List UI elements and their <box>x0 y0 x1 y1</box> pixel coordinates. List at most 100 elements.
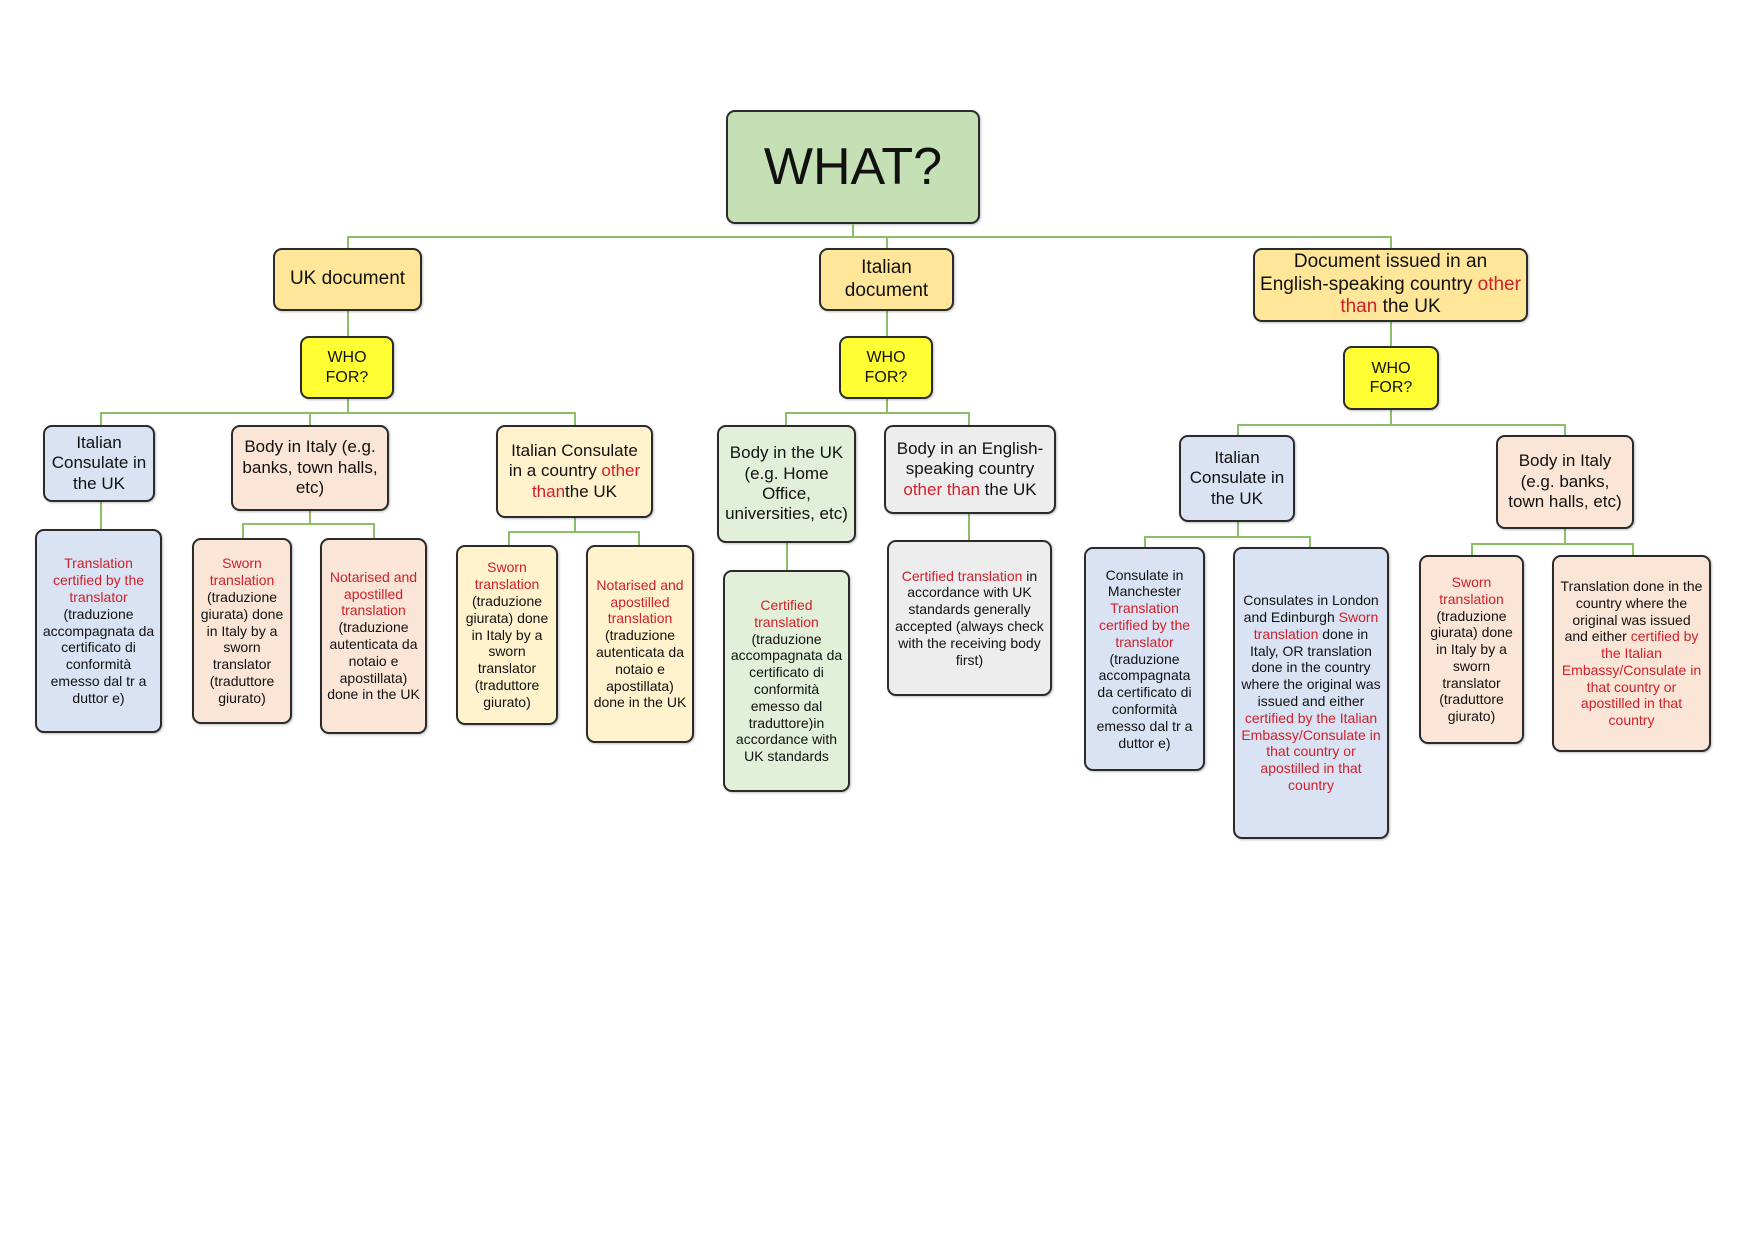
connector-line <box>347 399 349 412</box>
node-a-italy: Body in Italy (e.g. banks, town halls, e… <box>231 425 389 511</box>
node-text: Document issued in an English-speaking c… <box>1260 250 1488 295</box>
node-c-manc: Consulate in Manchester Translation cert… <box>1084 547 1205 771</box>
connector-line <box>1144 536 1146 547</box>
connector-line <box>786 543 788 570</box>
connector-line <box>508 531 639 533</box>
connector-line <box>886 399 888 412</box>
node-text: the UK <box>979 479 1037 499</box>
highlight-text: Sworn translation <box>209 555 275 589</box>
node-b-uk: Body in the UK (e.g. Home Office, univer… <box>717 425 856 543</box>
node-text: (traduzione giurata) done in Italy by a … <box>465 593 549 710</box>
node-text: Italian Consulate in a country <box>508 440 638 481</box>
connector-line <box>1237 424 1565 426</box>
node-a-notar: Notarised and apostilled translation (tr… <box>320 538 427 734</box>
connector-line <box>1471 543 1473 555</box>
connector-line <box>242 523 244 538</box>
node-text: Italian Consulate in the UK <box>51 432 147 493</box>
node-text: WHO FOR? <box>864 349 908 386</box>
connector-line <box>1632 543 1634 555</box>
node-text: done in Italy, OR translation done in th… <box>1241 625 1381 709</box>
root-node-what: WHAT? <box>726 110 980 224</box>
connector-line <box>638 531 640 545</box>
node-who2: WHO FOR? <box>839 336 933 399</box>
highlight-text: Notarised and apostilled translation <box>329 568 418 619</box>
highlight-text: Translation certified by the translator <box>1098 600 1191 650</box>
node-a-cons: Italian Consulate in the UK <box>43 425 155 502</box>
connector-line <box>309 412 311 425</box>
connector-line <box>347 236 1392 238</box>
connector-line <box>852 224 854 236</box>
connector-line <box>1564 529 1566 543</box>
connector-line <box>1390 236 1392 248</box>
node-c-sworn: Sworn translation (traduzione giurata) d… <box>1419 555 1524 744</box>
connector-line <box>1237 522 1239 536</box>
node-b-en: Body in an English-speaking country othe… <box>884 425 1056 514</box>
node-text: Italian document <box>844 256 929 301</box>
node-who1: WHO FOR? <box>300 336 394 399</box>
connector-line <box>100 412 102 425</box>
highlight-text: Sworn translation <box>1439 573 1504 607</box>
node-text: Consulates in London and Edinburgh <box>1243 592 1379 626</box>
connector-line <box>309 511 311 523</box>
root-label: WHAT? <box>763 137 943 196</box>
connector-line <box>1471 543 1633 545</box>
node-who3: WHO FOR? <box>1343 346 1439 410</box>
connector-line <box>574 412 576 425</box>
connector-line <box>968 412 970 425</box>
connector-line <box>785 412 969 414</box>
node-text: (traduzione autenticata da notaio e apos… <box>327 619 420 703</box>
connector-line <box>1309 536 1311 547</box>
node-uk-doc: UK document <box>273 248 422 311</box>
node-b-uk-leaf: Certified translation (traduzione accomp… <box>723 570 850 792</box>
highlight-text: Notarised and apostilled translation <box>596 576 684 627</box>
connector-line <box>242 523 374 525</box>
node-text: Body in the UK (e.g. Home Office, univer… <box>725 443 848 524</box>
node-text: (traduzione giurata) done in Italy by a … <box>1430 607 1513 725</box>
node-text: in accordance with UK standards generall… <box>895 567 1044 668</box>
connector-line <box>100 502 102 529</box>
connector-line <box>1237 424 1239 435</box>
connector-line <box>785 412 787 425</box>
node-text: (traduzione accompagnata da certificato … <box>42 605 155 706</box>
node-c-italy: Body in Italy (e.g. banks, town halls, e… <box>1496 435 1634 529</box>
connector-line <box>347 311 349 336</box>
connector-line <box>1564 424 1566 435</box>
highlight-text: Certified translation <box>754 597 819 630</box>
node-a-notar2: Notarised and apostilled translation (tr… <box>586 545 694 743</box>
node-text: (traduzione accompagnata da certificato … <box>730 630 843 765</box>
connector-line <box>886 311 888 336</box>
highlight-text: Sworn translation <box>1253 609 1379 642</box>
node-text: Italian Consulate in the UK <box>1189 447 1285 508</box>
node-text: Consulate in Manchester <box>1105 566 1184 600</box>
node-text: UK document <box>289 268 406 290</box>
node-text: WHO FOR? <box>1369 359 1413 396</box>
node-a-sworn: Sworn translation (traduzione giurata) d… <box>192 538 292 724</box>
connector-line <box>1390 322 1392 346</box>
node-text: (traduzione accompagnata da certificato … <box>1096 650 1193 751</box>
node-text: WHO FOR? <box>325 349 369 386</box>
node-text: Body in Italy (e.g. banks, town halls, e… <box>242 437 378 498</box>
node-text: the UK <box>1377 296 1441 318</box>
node-text: (traduzione giurata) done in Italy by a … <box>200 589 284 706</box>
node-a-cons-leaf: Translation certified by the translator … <box>35 529 162 733</box>
connector-line <box>886 236 888 248</box>
connector-line <box>1390 410 1392 424</box>
node-c-cons: Italian Consulate in the UK <box>1179 435 1295 522</box>
node-text: Translation done in the country where th… <box>1560 577 1703 645</box>
highlight-text: certified by the Italian Embassy/Consula… <box>1241 709 1381 793</box>
connector-line <box>968 514 970 540</box>
highlight-text: Sworn translation <box>474 559 540 593</box>
highlight-text: other than <box>903 479 980 499</box>
node-a-other: Italian Consulate in a country other tha… <box>496 425 653 518</box>
highlight-text: Certified translation <box>901 567 1023 584</box>
node-en-doc: Document issued in an English-speaking c… <box>1253 248 1528 322</box>
connector-line <box>508 531 510 545</box>
node-b-en-leaf: Certified translation in accordance with… <box>887 540 1052 696</box>
connector-line <box>574 518 576 531</box>
highlight-text: certified by the Italian Embassy/Consula… <box>1561 628 1702 729</box>
node-text: Body in an English-speaking country <box>896 438 1044 479</box>
node-text: the UK <box>565 481 618 501</box>
node-text: Body in Italy (e.g. banks, town halls, e… <box>1508 451 1622 512</box>
node-a-sworn2: Sworn translation (traduzione giurata) d… <box>456 545 558 725</box>
highlight-text: other than <box>1340 273 1521 318</box>
